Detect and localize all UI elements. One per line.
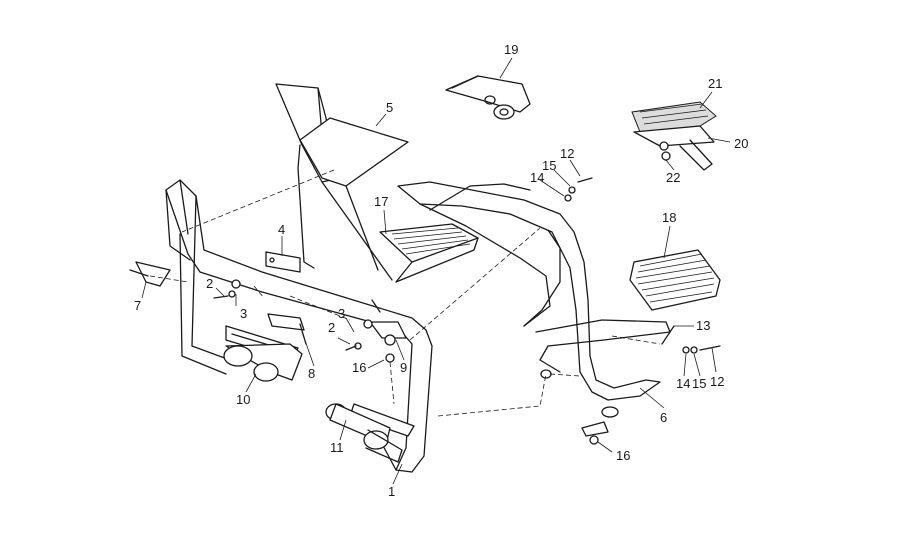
callout-21: 21 <box>708 76 722 91</box>
callout-5: 5 <box>386 100 393 115</box>
part-7-clamp <box>129 261 171 287</box>
callout-17: 17 <box>374 194 388 209</box>
callout-6: 6 <box>660 410 667 425</box>
part-1-crash-bar <box>165 179 433 473</box>
callout-15: 15 <box>542 158 556 173</box>
callout-22: 22 <box>666 170 680 185</box>
callout-15: 15 <box>692 376 706 391</box>
callout-11: 11 <box>330 440 344 455</box>
callout-13: 13 <box>696 318 710 333</box>
callout-4: 4 <box>278 222 285 237</box>
callout-3: 3 <box>338 306 345 321</box>
callout-20: 20 <box>734 136 748 151</box>
part-8-9-brackets <box>267 299 407 345</box>
callout-16: 16 <box>352 360 366 375</box>
callout-14: 14 <box>676 376 690 391</box>
callout-3: 3 <box>240 306 247 321</box>
callout-7: 7 <box>134 298 141 313</box>
callout-12: 12 <box>710 374 724 389</box>
part-10-peg-bracket <box>223 325 303 382</box>
assembly-lines <box>149 169 661 417</box>
part-6-frame <box>397 181 671 401</box>
part-18-footboard <box>629 249 721 311</box>
callout-12: 12 <box>560 146 574 161</box>
callout-2: 2 <box>328 320 335 335</box>
part-19-bracket <box>445 75 531 120</box>
leader-lines <box>141 57 731 485</box>
fasteners <box>213 141 721 445</box>
part-5-bracket <box>275 83 409 281</box>
callout-9: 9 <box>400 360 407 375</box>
callout-18: 18 <box>662 210 676 225</box>
callout-14: 14 <box>530 170 544 185</box>
callout-8: 8 <box>308 366 315 381</box>
callout-19: 19 <box>504 42 518 57</box>
callout-2: 2 <box>206 276 213 291</box>
callout-labels: 1 2 2 3 3 3 4 5 6 7 8 9 10 11 12 12 13 1… <box>134 42 748 499</box>
part-11-peg-bracket <box>325 403 415 463</box>
part-4-pad <box>265 251 301 273</box>
part-17-footrest-plate <box>379 223 479 283</box>
callout-10: 10 <box>236 392 250 407</box>
callout-16: 16 <box>616 448 630 463</box>
callout-1: 1 <box>388 484 395 499</box>
part-20-21-footpeg <box>631 101 717 171</box>
